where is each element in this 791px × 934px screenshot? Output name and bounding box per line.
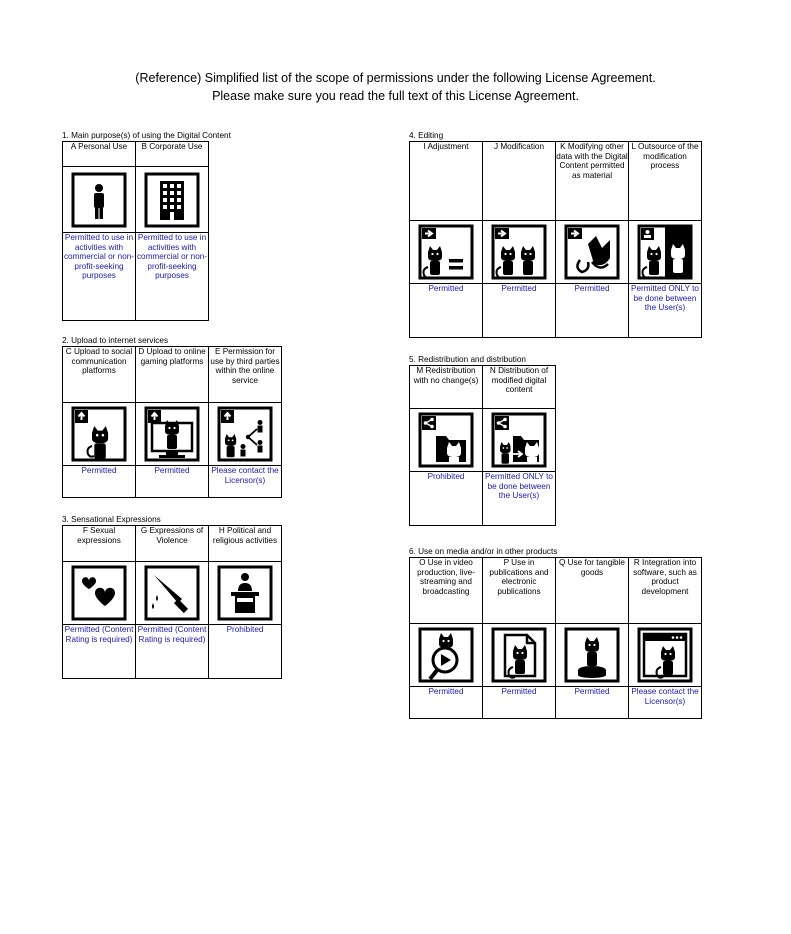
label-outsource-modification: L Outsource of the modification process [628, 141, 702, 221]
status-upload-gaming: Permitted [135, 465, 209, 498]
status-personal-use: Permitted to use in activities with comm… [62, 232, 136, 321]
knife-icon [144, 565, 200, 621]
status-tangible-goods: Permitted [555, 686, 629, 719]
section-title: 3. Sensational Expressions [62, 515, 161, 524]
redistribute-icon [418, 412, 474, 468]
section-upload-internet: 2. Upload to internet services C Upload … [62, 336, 282, 498]
label-modify-other-data: K Modifying other data with the Digital … [555, 141, 629, 221]
adjustment-icon [418, 224, 474, 280]
label-upload-social: C Upload to social communication platfor… [62, 346, 136, 403]
status-sexual-expressions: Permitted (Content Rating is required) [62, 624, 136, 679]
status-distribution-modified: Permitted ONLY to be done between the Us… [482, 471, 556, 526]
video-play-icon [418, 627, 474, 683]
permission-table: M Redistribution with no change(s) N Dis… [409, 365, 556, 526]
header-line-2: Please make sure you read the full text … [212, 89, 579, 103]
label-upload-gaming: D Upload to online gaming platforms [135, 346, 209, 403]
outsource-icon [637, 224, 693, 280]
section-title: 6. Use on media and/or in other products [409, 547, 558, 556]
label-third-party-use: E Permission for use by third parties wi… [208, 346, 282, 403]
third-party-share-icon [217, 406, 273, 462]
label-adjustment: I Adjustment [409, 141, 483, 221]
modification-icon [491, 224, 547, 280]
status-software-integration: Please contact the Licensor(s) [628, 686, 702, 719]
status-modify-other-data: Permitted [555, 283, 629, 338]
modify-other-data-icon [564, 224, 620, 280]
permission-table: I Adjustment J Modification K Modifying … [409, 141, 702, 338]
label-video-production: O Use in video production, live-streamin… [409, 557, 483, 624]
status-upload-social: Permitted [62, 465, 136, 498]
upload-social-icon [71, 406, 127, 462]
section-media-products: 6. Use on media and/or in other products… [409, 547, 702, 719]
permission-table: O Use in video production, live-streamin… [409, 557, 702, 719]
permission-table: C Upload to social communication platfor… [62, 346, 282, 498]
permission-table: A Personal Use B Corporate Use [62, 141, 209, 321]
status-outsource-modification: Permitted ONLY to be done between the Us… [628, 283, 702, 338]
office-building-icon [144, 172, 200, 227]
section-editing: 4. Editing I Adjustment J Modification K… [409, 131, 702, 338]
status-publications: Permitted [482, 686, 556, 719]
section-title: 4. Editing [409, 131, 444, 140]
figure-goods-icon [564, 627, 620, 683]
status-modification: Permitted [482, 283, 556, 338]
label-distribution-modified: N Distribution of modified digital conte… [482, 365, 556, 409]
header-line-1: (Reference) Simplified list of the scope… [135, 71, 656, 85]
section-redistribution: 5. Redistribution and distribution M Red… [409, 355, 556, 526]
status-adjustment: Permitted [409, 283, 483, 338]
section-title: 2. Upload to internet services [62, 336, 169, 345]
label-sexual-expressions: F Sexual expressions [62, 525, 136, 562]
label-personal-use: A Personal Use [62, 141, 136, 167]
label-tangible-goods: Q Use for tangible goods [555, 557, 629, 624]
section-main-purpose: 1. Main purpose(s) of using the Digital … [62, 131, 231, 321]
status-violence: Permitted (Content Rating is required) [135, 624, 209, 679]
permission-table: F Sexual expressions G Expressions of Vi… [62, 525, 282, 679]
status-video-production: Permitted [409, 686, 483, 719]
status-third-party-use: Please contact the Licensor(s) [208, 465, 282, 498]
status-corporate-use: Permitted to use in activities with comm… [135, 232, 209, 321]
person-icon [71, 172, 127, 227]
status-redistribution-no-change: Prohibited [409, 471, 483, 526]
upload-gaming-icon [144, 406, 200, 462]
status-political-religious: Prohibited [208, 624, 282, 679]
section-title: 1. Main purpose(s) of using the Digital … [62, 131, 231, 140]
label-political-religious: H Political and religious activities [208, 525, 282, 562]
section-sensational-expressions: 3. Sensational Expressions F Sexual expr… [62, 515, 282, 679]
hearts-icon [71, 565, 127, 621]
label-redistribution-no-change: M Redistribution with no change(s) [409, 365, 483, 409]
label-modification: J Modification [482, 141, 556, 221]
label-corporate-use: B Corporate Use [135, 141, 209, 167]
label-publications: P Use in publications and electronic pub… [482, 557, 556, 624]
label-software-integration: R Integration into software, such as pro… [628, 557, 702, 624]
header: (Reference) Simplified list of the scope… [0, 69, 791, 105]
publication-icon [491, 627, 547, 683]
software-window-icon [637, 627, 693, 683]
section-title: 5. Redistribution and distribution [409, 355, 526, 364]
label-violence: G Expressions of Violence [135, 525, 209, 562]
podium-speaker-icon [217, 565, 273, 621]
distribute-modified-icon [491, 412, 547, 468]
